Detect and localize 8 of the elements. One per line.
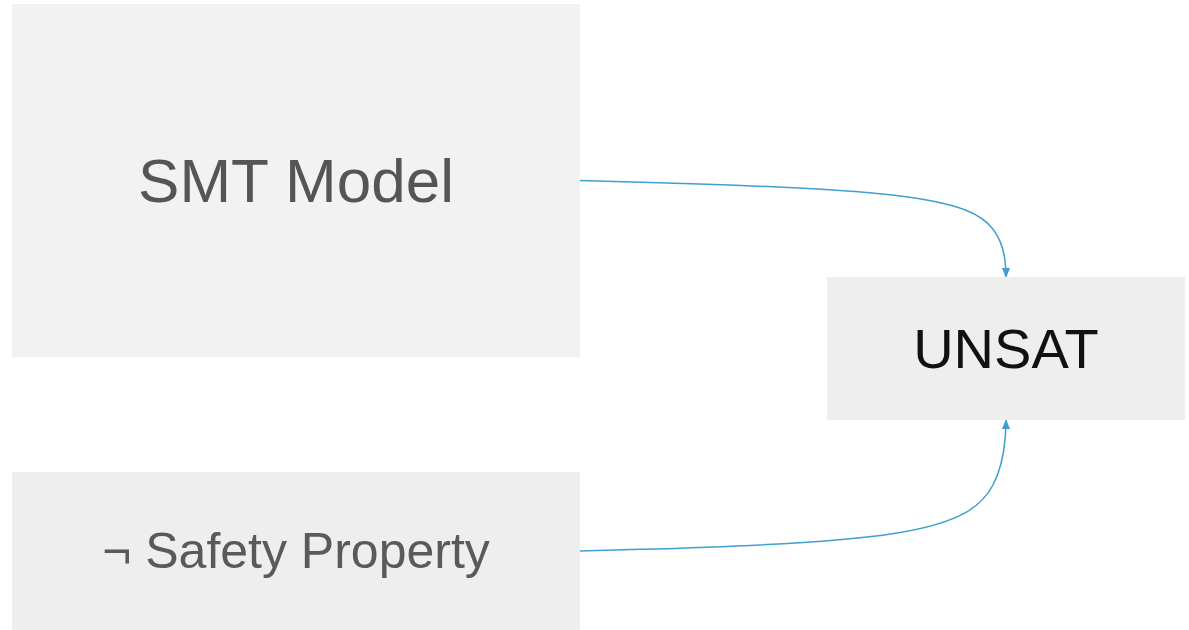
process-box <box>12 472 580 630</box>
node-label: ¬ Safety Property <box>102 522 490 580</box>
node-label: SMT Model <box>138 145 454 216</box>
node-label: UNSAT <box>913 316 1099 381</box>
arrow <box>579 418 1011 552</box>
arrow <box>579 179 1011 279</box>
process-box <box>827 277 1185 420</box>
process-box <box>12 4 580 357</box>
